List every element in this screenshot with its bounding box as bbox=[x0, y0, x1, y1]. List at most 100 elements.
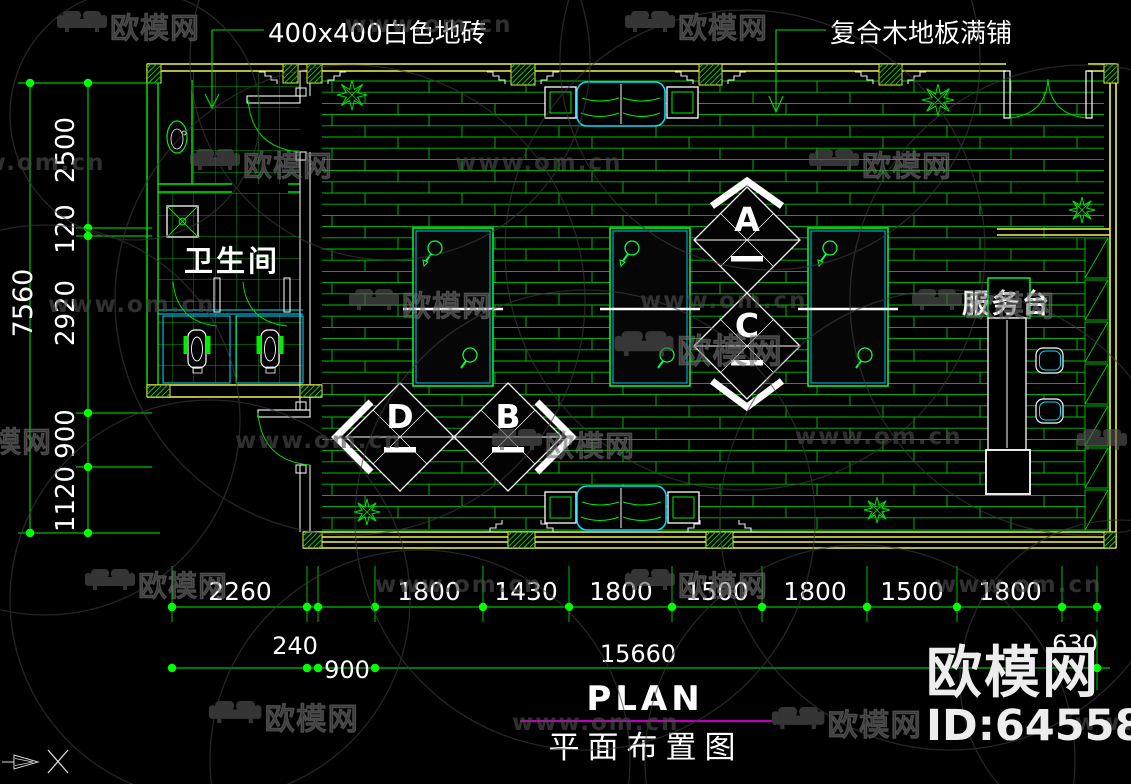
elevation-marker-d: D bbox=[331, 382, 455, 492]
ping-pong-table bbox=[600, 227, 700, 387]
entrance-door-swing-left bbox=[1009, 78, 1049, 119]
elevation-marker-a: A bbox=[693, 176, 801, 294]
watermark-brand-text: 欧模网 bbox=[0, 425, 52, 459]
plant-icon bbox=[336, 79, 368, 111]
watermark-logo: 欧模网 bbox=[912, 289, 1054, 323]
watermark-brand-text: 欧模网 bbox=[862, 149, 952, 183]
watermark-brand-text: 欧模网 bbox=[678, 11, 768, 45]
desk-chair bbox=[1035, 347, 1064, 374]
watermark-url: www.om.cn bbox=[455, 150, 623, 176]
annotation-wood-floor: 复合木地板满铺 bbox=[768, 19, 1012, 114]
watermark-logo: 欧模网 bbox=[57, 11, 200, 45]
watermark-url: www.om.cn bbox=[48, 292, 216, 318]
vestibule-door-swing bbox=[247, 99, 301, 153]
bathroom-fixtures bbox=[166, 120, 284, 374]
stall-door-swing-1 bbox=[172, 281, 218, 327]
entrance-door-swing-right bbox=[1047, 78, 1087, 119]
entrance-jamb-left bbox=[1003, 70, 1011, 119]
dimension-ticks bbox=[18, 78, 160, 538]
svg-text:240: 240 bbox=[272, 632, 318, 660]
annotation-tile: 400x400白色地砖 bbox=[204, 19, 487, 110]
plant-icon bbox=[921, 83, 955, 117]
watermark-logo: 欧模网 bbox=[625, 569, 768, 603]
svg-text:1120: 1120 bbox=[51, 466, 81, 532]
title-block: PLAN 平面布置图 bbox=[520, 679, 772, 766]
plant-icon bbox=[863, 496, 891, 524]
watermark-brand-text: 欧模网 bbox=[545, 429, 635, 463]
plant-icon bbox=[1068, 196, 1096, 224]
watermark-brand-text: 欧模网 bbox=[677, 332, 783, 372]
view-arrow-up bbox=[709, 176, 785, 209]
svg-text:1500: 1500 bbox=[685, 577, 749, 606]
watermark-url: www.om.cn bbox=[375, 572, 543, 598]
watermark-brand-text: 欧模网 bbox=[265, 702, 359, 737]
vestibule-door-leaf bbox=[246, 95, 301, 104]
dimension-bottom-row2: 240 900 15660 630 bbox=[167, 630, 1110, 690]
stall-door-leaf-1 bbox=[213, 277, 221, 313]
watermark-brand-text: 欧模网 bbox=[138, 569, 228, 603]
watermark-logos: 欧模网欧模网欧模网欧模网欧模网欧模网欧模网欧模网欧模网欧模网欧模网欧模网欧模网欧… bbox=[0, 11, 1131, 744]
watermark-url: www.om.cn bbox=[1075, 710, 1131, 736]
window-jamb-steps bbox=[259, 71, 926, 533]
watermark-url: www.om.cn bbox=[935, 572, 1103, 598]
svg-text:A: A bbox=[734, 200, 760, 239]
watermark-brand-text: 欧模网 bbox=[678, 569, 768, 603]
svg-text:400x400白色地砖: 400x400白色地砖 bbox=[268, 19, 487, 49]
watermark-logo: 欧模网 bbox=[349, 289, 492, 323]
squat-toilet-1 bbox=[183, 329, 211, 374]
paddle bbox=[462, 347, 478, 363]
stall-partitions bbox=[158, 309, 304, 384]
entrance-jamb-right bbox=[1085, 70, 1093, 119]
watermark-logo: 欧模网 bbox=[771, 707, 922, 744]
dimension-left: 7560 2500 120 2920 900 1120 bbox=[8, 78, 160, 538]
plants bbox=[336, 79, 1096, 526]
watermark-brand-text: 欧模网 bbox=[110, 11, 200, 45]
svg-text:900: 900 bbox=[51, 409, 81, 459]
watermark-url: www.om.cn bbox=[0, 150, 106, 176]
svg-text:复合木地板满铺: 复合木地板满铺 bbox=[830, 19, 1012, 49]
svg-text:15660: 15660 bbox=[600, 640, 676, 668]
watermark-url: www.om.cn bbox=[235, 428, 403, 454]
svg-text:900: 900 bbox=[324, 656, 370, 684]
watermark-brand-text: 欧模网 bbox=[243, 149, 333, 183]
svg-text:1500: 1500 bbox=[880, 577, 944, 606]
watermark-logo: 欧模网 bbox=[208, 701, 359, 738]
view-arrow-right bbox=[534, 399, 577, 475]
leader-arrow bbox=[768, 95, 784, 114]
svg-text:C: C bbox=[735, 306, 759, 345]
sofa-bottom bbox=[544, 485, 700, 531]
view-arrow-left bbox=[331, 399, 374, 475]
ball bbox=[422, 259, 429, 268]
dimension-bottom-row1: 2260 1800 1430 1800 1500 1800 1500 1800 bbox=[167, 566, 1102, 622]
watermark-brand-text: 欧模网 bbox=[402, 289, 492, 323]
ucs-axis-icon bbox=[2, 749, 69, 774]
brand-id: ID:645582 bbox=[926, 701, 1131, 751]
bathroom-walls bbox=[146, 64, 300, 397]
stall-door-swing-2 bbox=[242, 281, 288, 327]
watermark-brand-text: 欧模网 bbox=[828, 708, 922, 743]
leader-arrow bbox=[204, 93, 220, 110]
squat-toilet-2 bbox=[256, 329, 284, 374]
ping-pong-tables bbox=[403, 227, 898, 387]
bathroom-label: 卫生间 bbox=[184, 244, 280, 278]
dim-total-height: 7560 bbox=[8, 269, 39, 338]
faucet bbox=[181, 130, 187, 136]
watermark-logo: 欧模网 bbox=[625, 11, 768, 45]
plant-icon bbox=[353, 498, 381, 526]
plan-title-en: PLAN bbox=[586, 679, 703, 719]
washbasin bbox=[166, 120, 188, 154]
hatched-wall-piers bbox=[146, 63, 1119, 549]
watermark-url: www.om.cn bbox=[795, 424, 963, 450]
ball bbox=[619, 259, 626, 268]
lobby-door-swing bbox=[257, 412, 311, 466]
tile-floor-bathroom bbox=[158, 192, 300, 310]
svg-text:2500: 2500 bbox=[51, 117, 81, 183]
svg-text:1800: 1800 bbox=[783, 577, 847, 606]
sofa-top bbox=[544, 81, 699, 127]
service-desk bbox=[985, 277, 1064, 495]
watermark-url: www.om.cn bbox=[640, 288, 808, 314]
doors bbox=[172, 70, 1093, 466]
